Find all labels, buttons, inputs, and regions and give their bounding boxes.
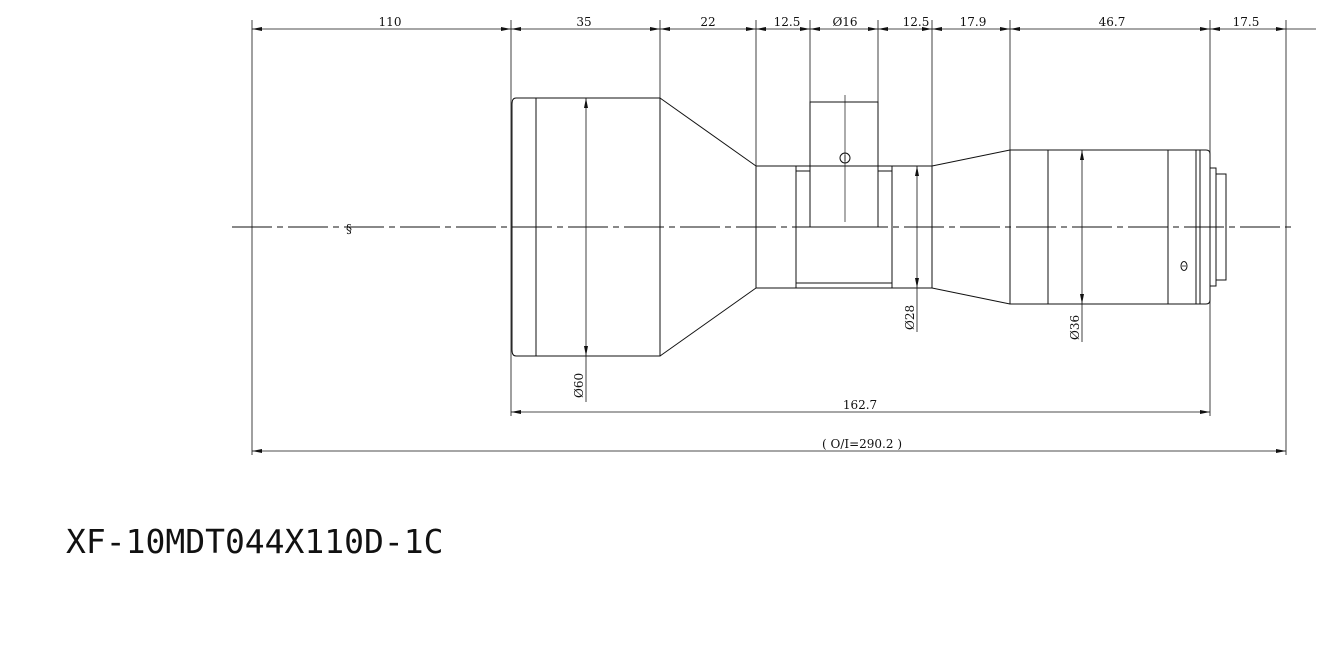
front-barrel (511, 97, 661, 357)
dim-coax-port: Ø16 (832, 15, 857, 29)
dim-middle-diameter: Ø28 (903, 305, 917, 330)
lens-length-dimension: 162.7 (511, 398, 1210, 414)
c-mount (1215, 173, 1227, 281)
diameter-labels: Ø60 Ø28 Ø36 (572, 305, 1082, 398)
extension-lines (251, 20, 1287, 455)
top-dimension-labels: 110 35 22 12.5 Ø16 12.5 17.9 46.7 17.5 (379, 15, 1260, 29)
dim-front-distance: 110 (379, 15, 402, 29)
lens-body (511, 95, 1227, 357)
diameter-dimension-lines (584, 98, 1084, 402)
rear-barrel (1009, 149, 1197, 305)
model-number: XF-10MDT044X110D-1C (66, 522, 444, 561)
break-symbol: § (346, 222, 352, 236)
dim-neck-right: 12.5 (903, 15, 930, 29)
coax-port (809, 101, 879, 228)
dim-rear-taper: 17.9 (960, 15, 987, 29)
dim-rear-diameter: Ø36 (1068, 315, 1082, 340)
dim-taper: 22 (700, 15, 715, 29)
dim-front-diameter: Ø60 (572, 373, 586, 398)
total-length-dimension: ( O/I=290.2 ) (252, 437, 1286, 453)
dim-lens-length: 162.7 (843, 398, 877, 412)
dim-mount: 17.5 (1233, 15, 1260, 29)
dim-front-barrel: 35 (576, 15, 591, 29)
dim-rear-barrel: 46.7 (1099, 15, 1126, 29)
dim-neck-left: 12.5 (774, 15, 801, 29)
dim-total-length: ( O/I=290.2 ) (822, 437, 902, 451)
